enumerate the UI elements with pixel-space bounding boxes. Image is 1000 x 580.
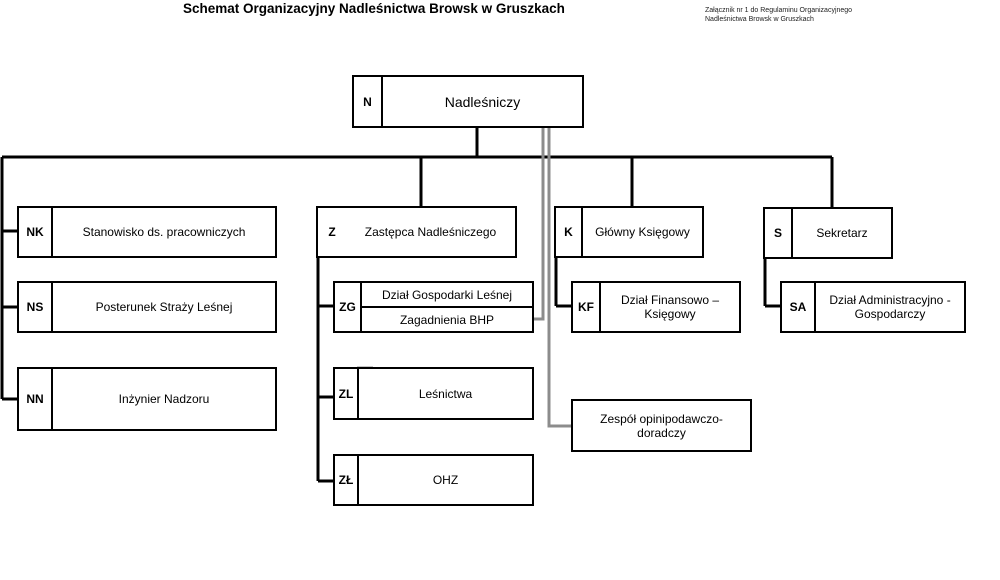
unit-ns: NS Posterunek Straży Leśnej — [17, 281, 277, 333]
unit-label-bhp: Zagadnienia BHP — [362, 306, 532, 331]
unit-label: Inżynier Nadzoru — [118, 392, 210, 406]
unit-code: ZL — [335, 369, 359, 418]
unit-code: KF — [573, 283, 601, 331]
unit-label: Zastępca Nadleśniczego — [364, 225, 497, 239]
unit-team: Zespół opinipodawczo-doradczy — [571, 399, 752, 452]
unit-code: ZG — [335, 283, 362, 331]
unit-code: ZŁ — [335, 456, 359, 504]
unit-zl-lesnictwa: ZL Leśnictwa — [333, 367, 534, 420]
unit-nn: NN Inżynier Nadzoru — [17, 367, 277, 431]
unit-label: Sekretarz — [816, 226, 868, 240]
chart-title: Schemat Organizacyjny Nadleśnictwa Brows… — [183, 1, 565, 16]
attachment-note: Załącznik nr 1 do Regulaminu Organizacyj… — [705, 6, 852, 24]
unit-sa: SA Dział Administracyjno - Gospodarczy — [780, 281, 966, 333]
unit-label: OHZ — [432, 473, 459, 487]
unit-label: Dział Administracyjno - Gospodarczy — [829, 293, 951, 321]
unit-label: Nadleśniczy — [444, 93, 521, 110]
attachment-note-line-1: Załącznik nr 1 do Regulaminu Organizacyj… — [705, 7, 853, 14]
unit-s: S Sekretarz — [763, 207, 893, 259]
unit-zg: ZG Dział Gospodarki Leśnej Zagadnienia B… — [333, 281, 534, 333]
unit-code: SA — [782, 283, 816, 331]
unit-code: N — [354, 77, 383, 126]
unit-kf: KF Dział Finansowo – Księgowy — [571, 281, 741, 333]
unit-nadlesniczy: N Nadleśniczy — [352, 75, 584, 128]
unit-code: NK — [19, 208, 53, 256]
unit-nk: NK Stanowisko ds. pracowniczych — [17, 206, 277, 258]
advisory-bhp-link — [534, 127, 545, 321]
unit-label: Leśnictwa — [418, 386, 473, 401]
unit-label: Główny Księgowy — [595, 225, 690, 239]
unit-z: Z Zastępca Nadleśniczego — [316, 206, 517, 258]
unit-zl-ohz: ZŁ OHZ — [333, 454, 534, 506]
unit-label: Posterunek Straży Leśnej — [95, 300, 233, 314]
unit-label: Dział Finansowo – Księgowy — [620, 293, 720, 321]
unit-code: Z — [328, 225, 336, 239]
unit-code: NS — [19, 283, 53, 331]
unit-label: Zespół opinipodawczo-doradczy — [600, 411, 723, 440]
unit-code: K — [556, 208, 583, 256]
unit-k: K Główny Księgowy — [554, 206, 704, 258]
unit-code: NN — [19, 369, 53, 429]
unit-code: S — [765, 209, 793, 257]
unit-label: Stanowisko ds. pracowniczych — [82, 225, 246, 239]
advisory-team-link — [547, 127, 571, 428]
attachment-note-line-2: Nadleśnictwa Browsk w Gruszkach — [705, 16, 814, 23]
unit-label: Dział Gospodarki Leśnej — [381, 287, 513, 302]
